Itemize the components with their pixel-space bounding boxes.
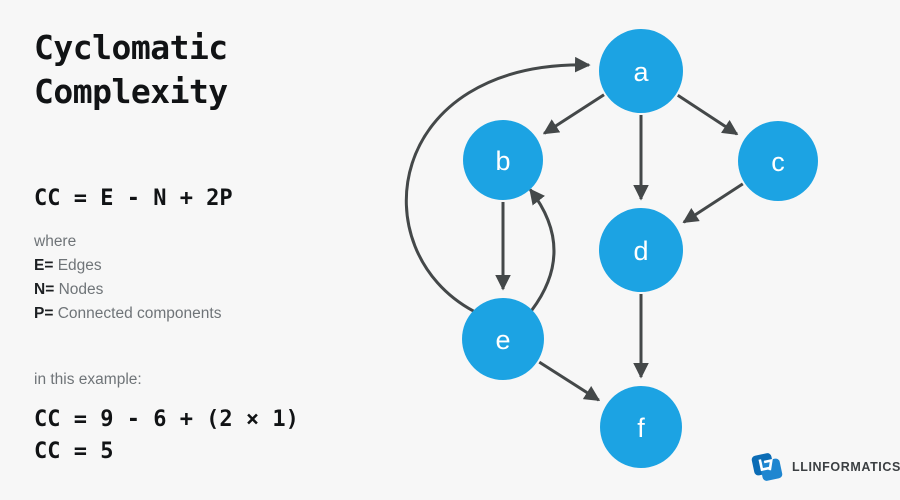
where-label: where [34, 233, 77, 250]
node-circle-d [599, 208, 683, 292]
legend-symbol-p: P [34, 305, 45, 322]
legend-block: where E= Edges N= Nodes P= Connected com… [34, 230, 221, 326]
legend-equals-n: = [45, 281, 55, 298]
edge-a-to-c [676, 93, 739, 136]
graph-node-c[interactable]: c [738, 121, 818, 201]
legend-equals-p: = [44, 305, 54, 322]
legend-row-edges: E= Edges [34, 254, 221, 278]
brand-logo[interactable]: LLINFORMATICS [750, 450, 900, 484]
legend-symbol-e: E [34, 257, 45, 274]
page-title: Cyclomatic Complexity [34, 28, 228, 111]
node-label-e: e [495, 325, 510, 355]
example-line-2: CC = 5 [34, 439, 114, 464]
example-line-1: CC = 9 - 6 + (2 × 1) [34, 407, 299, 432]
graph-node-f[interactable]: f [600, 386, 682, 468]
legend-row-components: P= Connected components [34, 302, 221, 326]
graph-node-b[interactable]: b [463, 120, 543, 200]
example-label-block: in this example: [34, 368, 142, 392]
example-label: in this example: [34, 371, 142, 388]
example-results-block: CC = 9 - 6 + (2 × 1) CC = 5 [34, 404, 299, 468]
node-label-b: b [495, 146, 510, 176]
brand-name: LLINFORMATICS [792, 460, 900, 474]
formula-block: CC = E - N + 2P [34, 186, 233, 211]
node-circle-c [738, 121, 818, 201]
legend-meaning-n: Nodes [58, 281, 104, 298]
edge-a-to-b [542, 93, 605, 135]
node-circle-b [463, 120, 543, 200]
formula-main: CC = E - N + 2P [34, 186, 233, 211]
node-label-d: d [633, 236, 648, 266]
title-block: Cyclomatic Complexity [34, 26, 228, 114]
legend-row-nodes: N= Nodes [34, 278, 221, 302]
graph-node-a[interactable]: a [599, 29, 683, 113]
node-label-c: c [771, 147, 785, 177]
node-circle-a [599, 29, 683, 113]
node-layer: a b c d e f [462, 29, 818, 468]
edge-e-to-f [538, 360, 601, 402]
edge-c-to-d [682, 182, 744, 224]
llinformatics-mark-icon [751, 453, 783, 481]
node-circle-e [462, 298, 544, 380]
legend-symbol-n: N [34, 281, 46, 298]
edge-layer [404, 56, 744, 402]
legend-meaning-p: Connected components [57, 305, 222, 322]
graph-node-d[interactable]: d [599, 208, 683, 292]
edge-e-to-b [529, 188, 556, 312]
edge-e-to-a [404, 56, 591, 313]
node-label-a: a [633, 57, 649, 87]
legend-meaning-e: Edges [57, 257, 102, 274]
node-circle-f [600, 386, 682, 468]
graph-node-e[interactable]: e [462, 298, 544, 380]
legend-equals-e: = [44, 257, 54, 274]
node-label-f: f [637, 413, 645, 443]
